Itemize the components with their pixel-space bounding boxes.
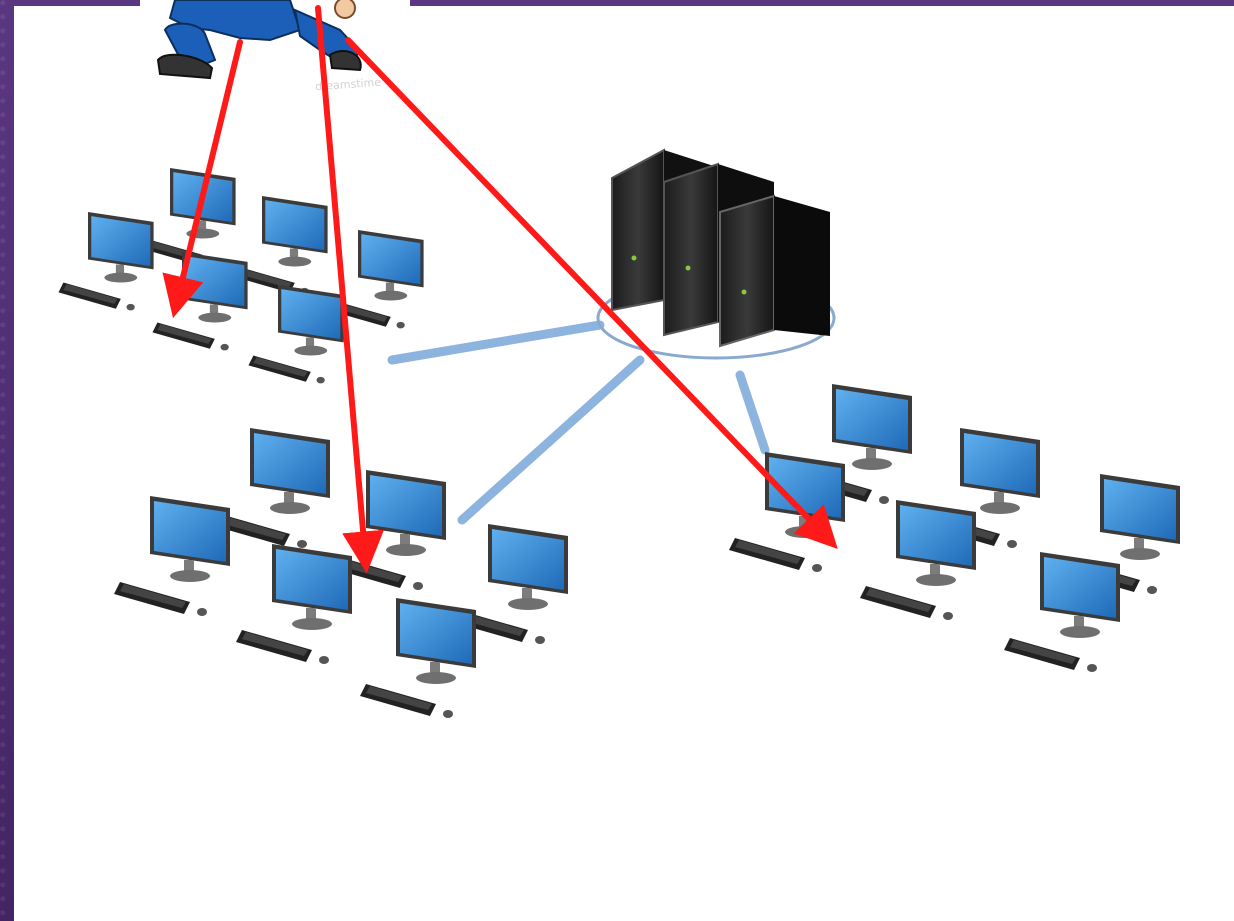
hacker-figure-icon [140, 0, 410, 80]
workstation-cluster-bottom-left [114, 428, 568, 718]
top-border [14, 0, 1234, 6]
workstation-cluster-right [729, 384, 1180, 672]
network-links [387, 320, 770, 525]
workstation-cluster-top-left [58, 168, 424, 384]
attack-arrows [162, 5, 838, 574]
server-stack-icon [611, 148, 830, 348]
